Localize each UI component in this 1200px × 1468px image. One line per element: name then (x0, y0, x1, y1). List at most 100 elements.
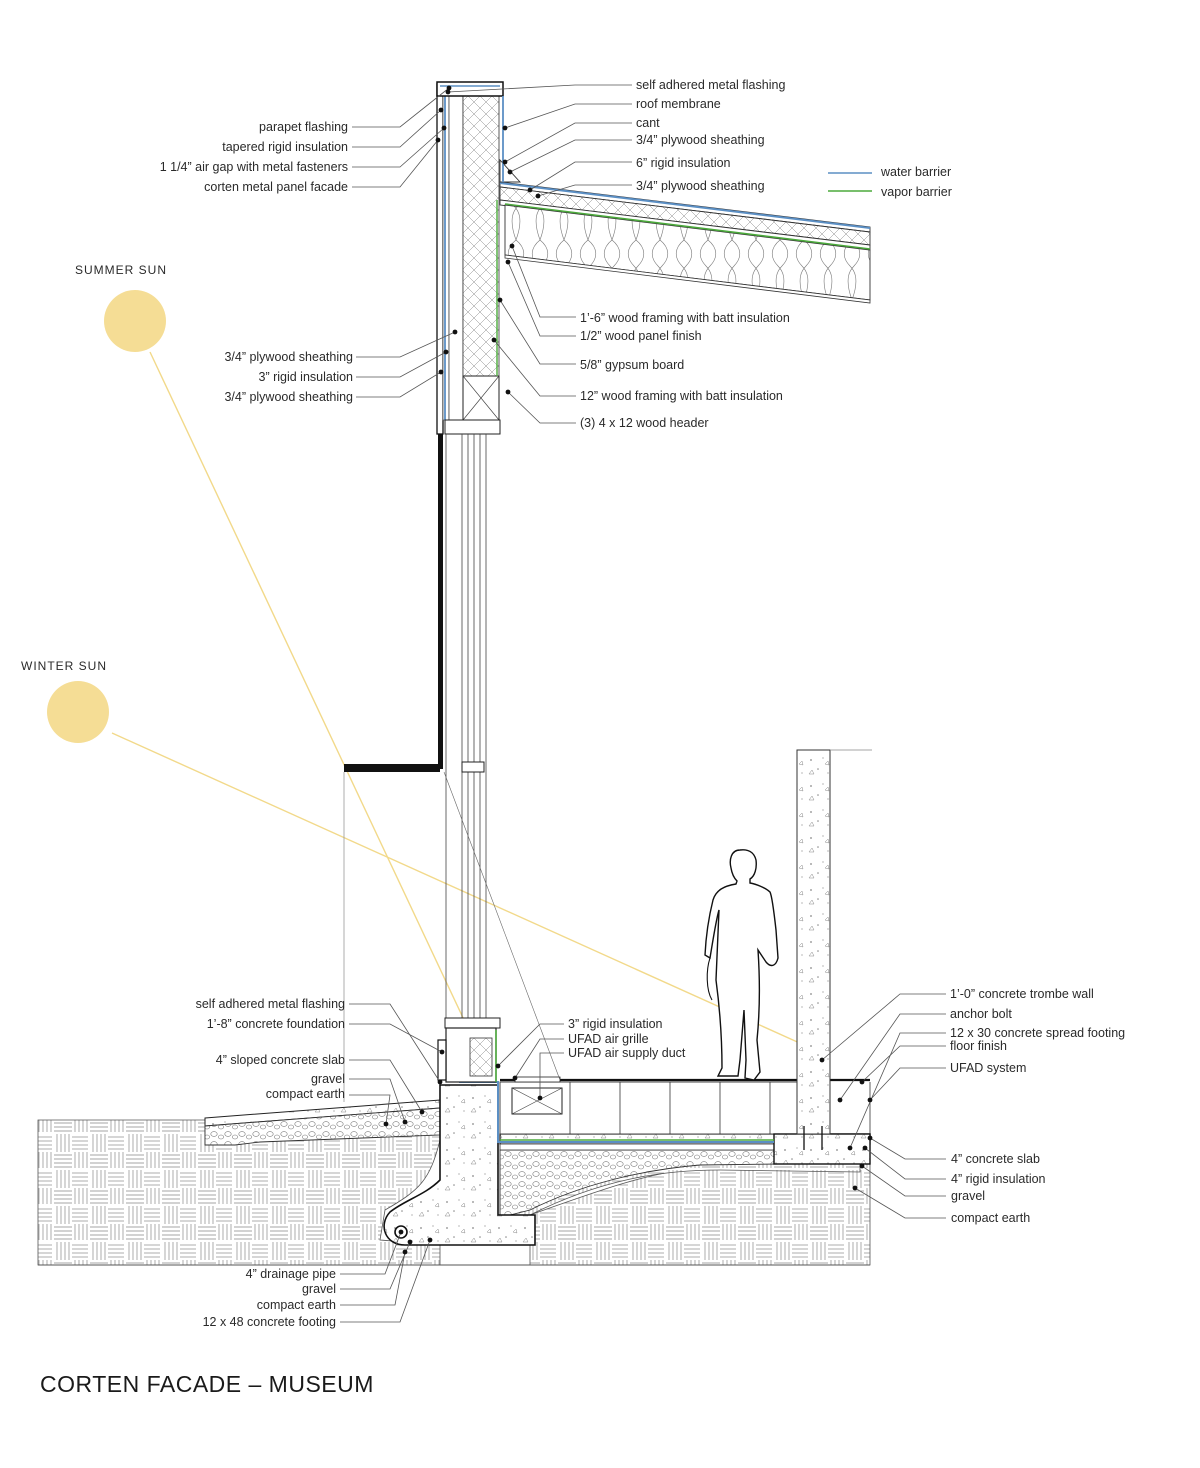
label-top-left-1: tapered rigid insulation (222, 140, 348, 154)
leader-line (340, 1239, 431, 1323)
leader-line (349, 1023, 443, 1053)
leader-dot (383, 1121, 389, 1127)
label-base-right-0: 1’-0” concrete trombe wall (950, 987, 1094, 1001)
leader-dot (867, 1097, 873, 1103)
leader-line (869, 1137, 946, 1160)
leader-line (839, 1013, 946, 1101)
label-base-left-2: 4” sloped concrete slab (216, 1053, 345, 1067)
leader-dot (502, 159, 508, 165)
summer-sun (104, 290, 166, 352)
leader-dot (437, 1079, 443, 1085)
leader-dot (505, 259, 511, 265)
leader-line (356, 371, 442, 398)
window-mid-rail (461, 761, 485, 773)
leader-line (511, 245, 576, 318)
label-base-left-0: self adhered metal flashing (196, 997, 345, 1011)
leader-dot (512, 1075, 518, 1081)
leader-dot (446, 85, 452, 91)
label-base-right-2: 12 x 30 concrete spread footing (950, 1026, 1125, 1040)
leader-dot (439, 1049, 445, 1055)
leader-line (869, 1067, 946, 1101)
leader-dot (859, 1079, 865, 1085)
leader-dot (495, 1063, 501, 1069)
leader-line (504, 103, 632, 129)
leader-dot (435, 137, 441, 143)
label-top-left-2: 1 1/4” air gap with metal fasteners (160, 160, 348, 174)
leader-line (340, 1241, 411, 1290)
label-base-center-2: UFAD air supply duct (568, 1046, 686, 1060)
drawing-title: CORTEN FACADE – MUSEUM (40, 1371, 374, 1397)
leader-dot (505, 389, 511, 395)
label-mid-right-4: (3) 4 x 12 wood header (580, 416, 709, 430)
leader-line (340, 1251, 406, 1306)
label-base-right-3: floor finish (950, 1039, 1007, 1053)
leader-line (352, 127, 445, 168)
leader-dot (535, 193, 541, 199)
leader-dot (398, 1229, 404, 1235)
legend-vapor-barrier-label: vapor barrier (881, 185, 952, 199)
interior-gravel (499, 1149, 861, 1216)
leader-dot (859, 1163, 865, 1169)
leader-dot (527, 187, 533, 193)
leader-line (497, 1023, 564, 1067)
leader-dot (502, 125, 508, 131)
winter-sun-label: WINTER SUN (21, 659, 107, 673)
label-mid-right-3: 12” wood framing with batt insulation (580, 389, 783, 403)
leader-dot (867, 1135, 873, 1141)
window-sill (444, 1017, 501, 1029)
leader-dot (819, 1057, 825, 1063)
leader-line (507, 261, 576, 337)
label-mid-left-0: 3/4” plywood sheathing (224, 350, 353, 364)
leader-dot (509, 243, 515, 249)
leader-line (507, 391, 576, 424)
leader-dot (419, 1109, 425, 1115)
leader-dot (402, 1119, 408, 1125)
label-bottom-left-0: 4” drainage pipe (246, 1267, 336, 1281)
leader-line (861, 1165, 946, 1197)
leader-dot (445, 89, 451, 95)
label-mid-right-1: 1/2” wood panel finish (580, 329, 702, 343)
label-slab-right-0: 4” concrete slab (951, 1152, 1040, 1166)
label-top-right-1: roof membrane (636, 97, 721, 111)
leader-line (509, 139, 632, 173)
label-slab-right-1: 4” rigid insulation (951, 1172, 1046, 1186)
leader-line (352, 109, 442, 148)
leader-dot (491, 337, 497, 343)
label-top-right-3: 3/4” plywood sheathing (636, 133, 765, 147)
leader-line (854, 1187, 946, 1219)
wall-rigid-insulation (448, 95, 464, 421)
label-base-left-3: gravel (311, 1072, 345, 1086)
label-base-left-1: 1’-8” concrete foundation (207, 1017, 345, 1031)
leader-line (349, 1059, 423, 1113)
label-mid-right-0: 1’-6” wood framing with batt insulation (580, 311, 790, 325)
roof-assembly (499, 96, 871, 304)
anchor-bolts (803, 1126, 823, 1150)
label-bottom-left-3: 12 x 48 concrete footing (203, 1315, 336, 1329)
leader-line (356, 331, 456, 358)
wall-wood-framing (462, 95, 500, 377)
leader-dot (837, 1097, 843, 1103)
leader-dot (847, 1145, 853, 1151)
label-top-right-0: self adhered metal flashing (636, 78, 785, 92)
summer-sun-ray (149, 351, 466, 1023)
concrete-trombe-wall (796, 749, 831, 1135)
leader-dot (427, 1237, 433, 1243)
leader-line (514, 1038, 564, 1079)
leader-line (861, 1045, 946, 1083)
leader-dot (452, 329, 458, 335)
leader-dot (497, 297, 503, 303)
label-base-right-1: anchor bolt (950, 1007, 1012, 1021)
glazing-diagonal-light (443, 771, 561, 1081)
label-bottom-left-2: compact earth (257, 1298, 336, 1312)
leader-line (864, 1147, 946, 1180)
leader-dot (402, 1249, 408, 1255)
leader-dot (407, 1239, 413, 1245)
leader-line (349, 1003, 441, 1083)
leader-dot (507, 169, 513, 175)
label-top-right-2: cant (636, 116, 660, 130)
label-top-right-4: 6” rigid insulation (636, 156, 731, 170)
label-top-left-0: parapet flashing (259, 120, 348, 134)
leader-dot (852, 1185, 858, 1191)
label-base-center-1: UFAD air grille (568, 1032, 649, 1046)
